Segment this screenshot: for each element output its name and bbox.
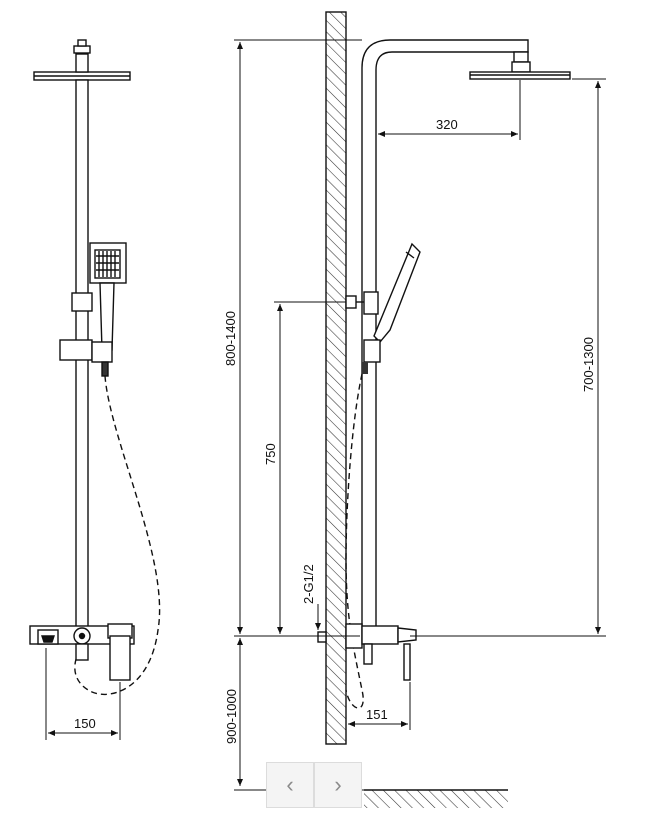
side-view	[317, 39, 571, 709]
side-hand-shower	[373, 242, 421, 344]
next-image-button[interactable]: ›	[314, 762, 362, 808]
front-width-label: 150	[74, 716, 96, 731]
front-width-dimension	[45, 648, 121, 740]
chevron-left-icon: ‹	[286, 772, 294, 797]
mixer-height-label: 900-1000	[224, 689, 239, 744]
side-shower-head	[469, 51, 571, 80]
front-mixer	[29, 623, 135, 681]
front-slide-bracket	[59, 339, 113, 377]
side-riser-arm	[361, 39, 529, 628]
chevron-right-icon: ›	[334, 772, 342, 797]
head-height-label: 700-1300	[581, 337, 596, 392]
front-shower-head	[33, 39, 131, 81]
previous-image-button[interactable]: ‹	[266, 762, 314, 808]
bracket-height-label: 750	[263, 443, 278, 465]
front-hand-shower	[89, 242, 127, 351]
floor	[364, 789, 508, 808]
side-slide-bracket	[363, 339, 381, 363]
mixer-depth-label: 151	[366, 707, 388, 722]
rail-height-label: 800-1400	[223, 311, 238, 366]
front-holder-clamp	[71, 292, 93, 312]
front-view	[29, 39, 161, 740]
side-hose	[345, 373, 364, 709]
arm-reach-label: 320	[436, 117, 458, 132]
side-wall-bracket	[345, 291, 379, 315]
side-dimensions	[234, 39, 606, 791]
connection-label: 2-G1/2	[301, 564, 316, 604]
front-hose	[74, 375, 161, 696]
wall	[325, 11, 347, 745]
